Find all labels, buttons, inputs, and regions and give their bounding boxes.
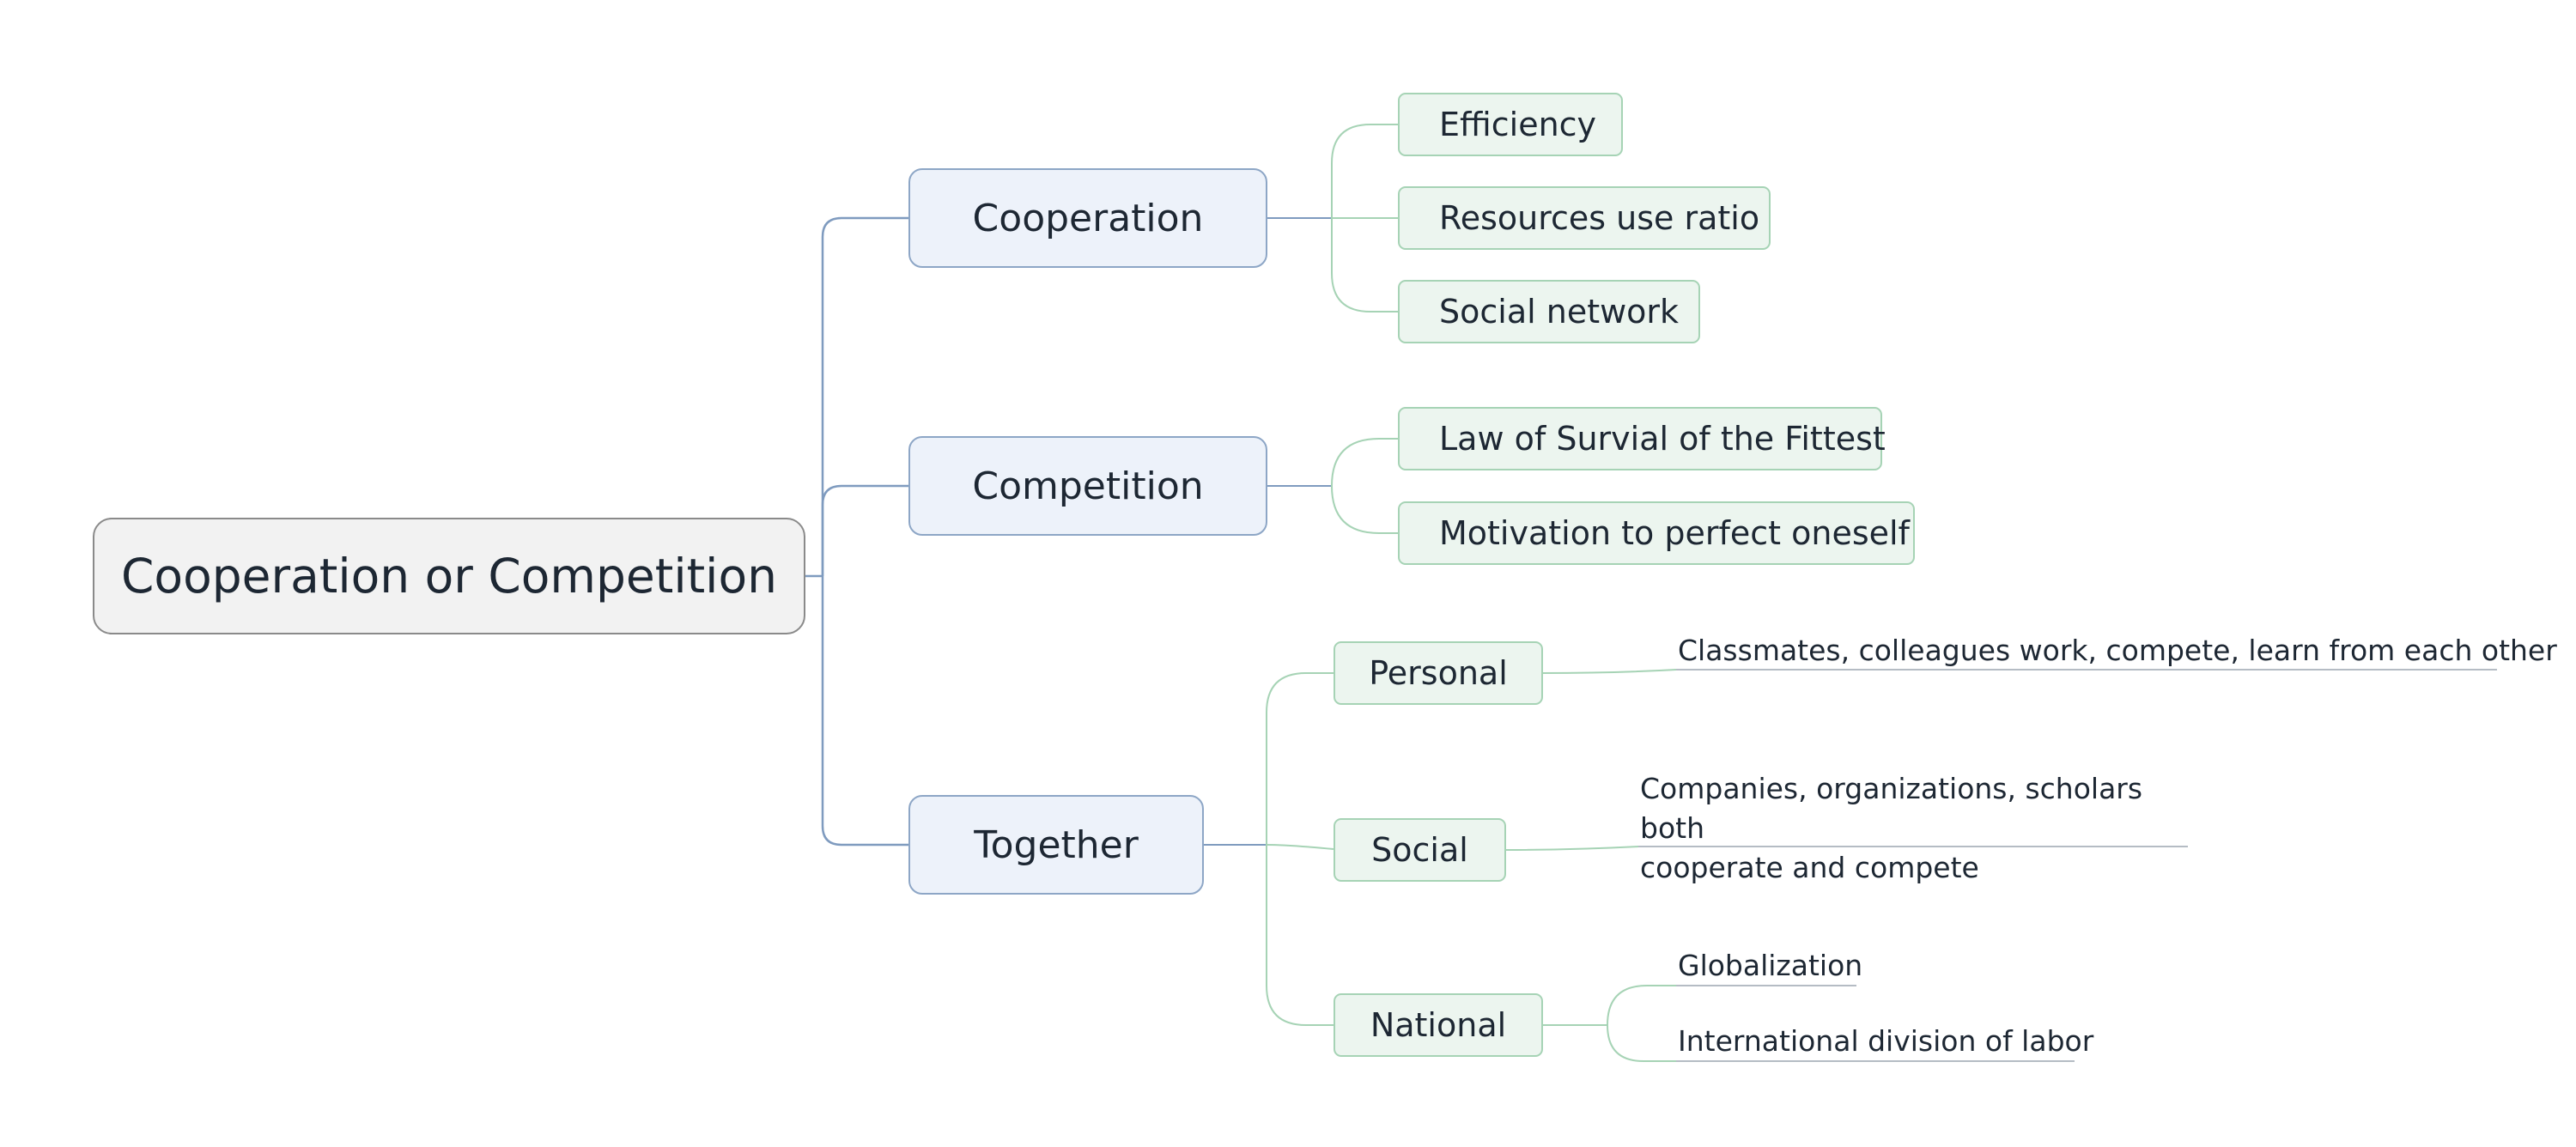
note-international-division[interactable]: International division of labor: [1678, 1024, 2094, 1058]
connector-root-to-cooperation: [821, 216, 908, 576]
connector-to-law-of-survival: [1331, 438, 1398, 487]
subtopic-social[interactable]: Social: [1334, 818, 1506, 882]
branch-cooperation[interactable]: Cooperation: [908, 168, 1267, 268]
connector-to-efficiency: [1331, 124, 1398, 218]
subtopic-motivation[interactable]: Motivation to perfect oneself: [1398, 501, 1915, 565]
connector-to-motivation: [1331, 485, 1398, 534]
note-social[interactable]: Companies, organizations, scholars both …: [1640, 769, 2190, 888]
connector-to-social: [1266, 844, 1334, 850]
subtopic-social-network[interactable]: Social network: [1398, 280, 1700, 343]
subtopic-law-of-survival[interactable]: Law of Survial of the Fittest: [1398, 407, 1886, 470]
branch-together[interactable]: Together: [908, 795, 1204, 895]
connector-to-personal: [1266, 672, 1334, 845]
note-globalization[interactable]: Globalization: [1678, 949, 1863, 982]
root-topic[interactable]: Cooperation or Competition: [93, 518, 805, 634]
note-social-line-2: cooperate and compete: [1640, 851, 1979, 884]
connector-personal-note: [1542, 669, 1677, 674]
connector-root-to-together: [821, 576, 908, 847]
subtopic-national[interactable]: National: [1334, 993, 1543, 1057]
branch-competition[interactable]: Competition: [908, 436, 1267, 536]
subtopic-resources-use-ratio[interactable]: Resources use ratio: [1398, 186, 1771, 250]
note-social-line-1: Companies, organizations, scholars both: [1640, 772, 2143, 845]
note-personal[interactable]: Classmates, colleagues work, compete, le…: [1678, 634, 2557, 667]
subtopic-efficiency[interactable]: Efficiency: [1398, 93, 1623, 156]
connector-root-to-competition: [821, 484, 908, 576]
connector-social-note: [1505, 846, 1639, 851]
connector-to-international-division: [1607, 1024, 1676, 1062]
connector-to-social-network: [1331, 218, 1398, 313]
connector-to-globalization: [1607, 985, 1676, 1026]
subtopic-personal[interactable]: Personal: [1334, 641, 1543, 705]
connector-to-national: [1266, 845, 1334, 1026]
